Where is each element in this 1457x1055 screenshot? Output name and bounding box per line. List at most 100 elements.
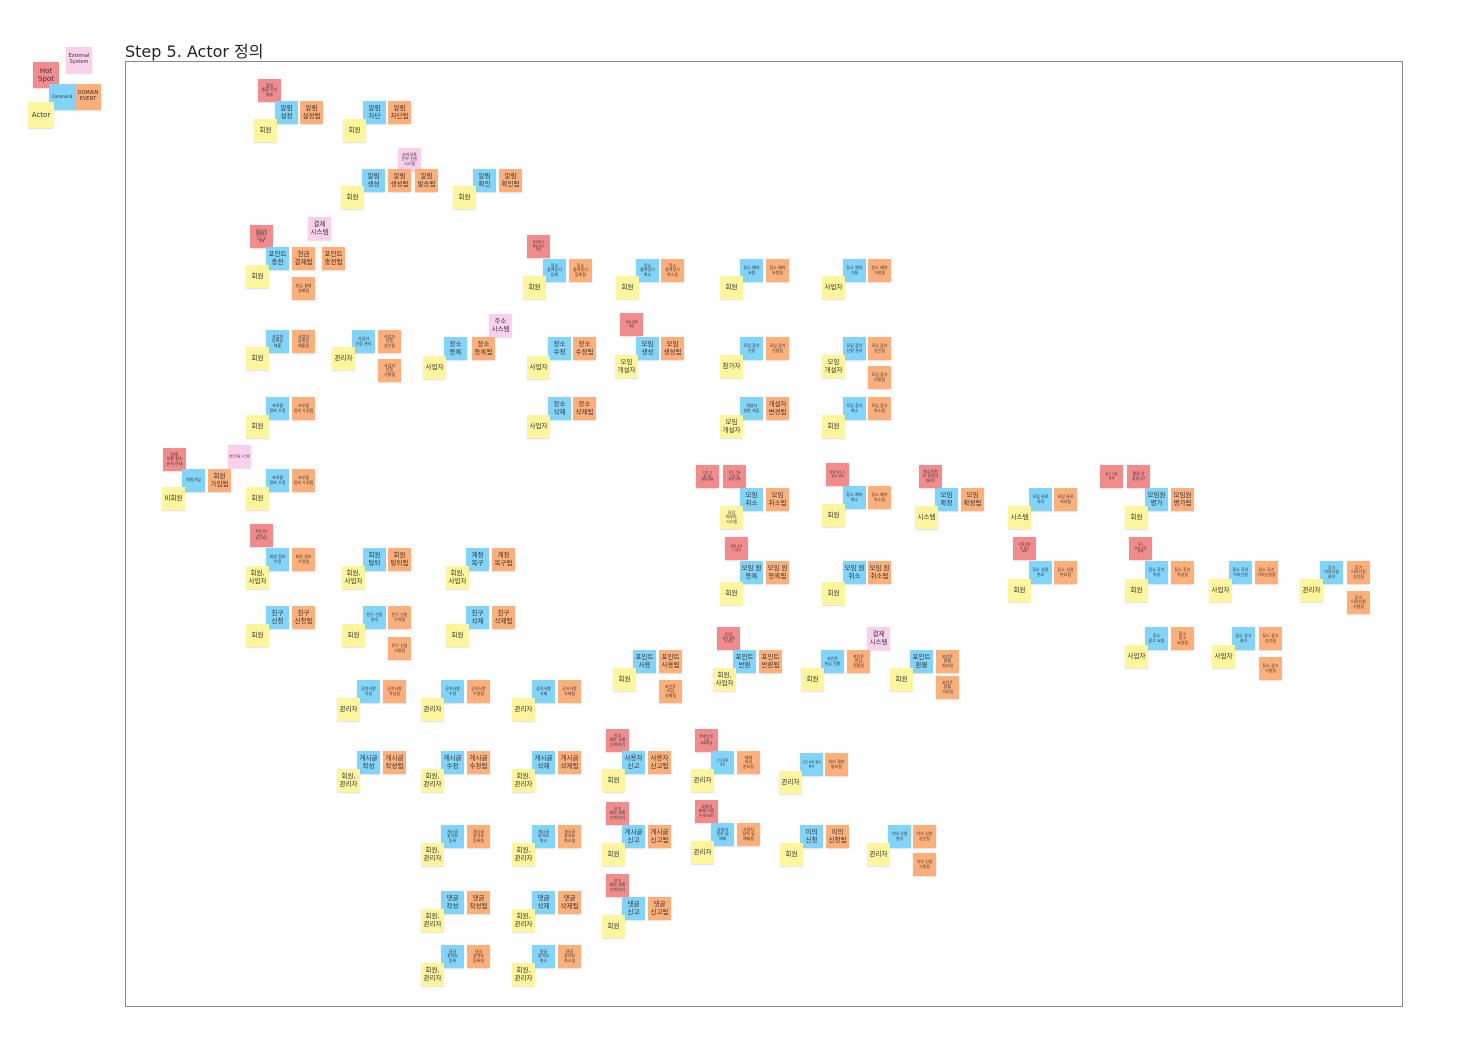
actor-sticky: 회원, 관리자 [421,843,444,866]
actor-sticky: 회원 [720,582,743,605]
event-sticky: 게시글 좋아요 취소됨 [558,825,581,848]
event-sticky: 공지사항 작성됨 [383,680,406,703]
event-sticky: 회원 탈퇴됨 [388,548,411,571]
hotspot-sticky: 즐겨찾기 최대 개수 제한 [527,235,550,258]
actor-sticky: 회원 [890,668,913,691]
event-sticky: 포인트 충전됨 [322,247,345,270]
command-sticky: 장소 사용 완료 [1029,561,1052,584]
event-sticky: 알림 차단됨 [388,101,411,124]
event-sticky: 처리 결과 통보됨 [825,753,848,776]
command-sticky: 회원 정보 수정 [266,548,289,571]
command-sticky: 프로필 정보 수정 [266,469,289,492]
actor-sticky: 회원, 관리자 [421,963,444,986]
actor-sticky: 모임 개설자 [822,355,845,378]
actor-sticky: 관리자 [691,769,714,792]
legend-hotspot: Hot Spot [33,62,59,88]
actor-sticky: 회원, 사업자 [713,668,736,691]
event-sticky: 개설자 변경됨 [766,397,789,420]
event-sticky: 사업자 인증 승인됨 [378,330,401,353]
event-sticky: 장소 등록됨 [472,337,495,360]
event-sticky: 친구 삭제됨 [492,606,515,629]
actor-sticky: 회원 [822,415,845,438]
command-sticky: 장소 삭제 [548,397,571,420]
command-sticky: 모임 원 등록 [740,561,763,584]
command-sticky: 모임 참가 신청 관리 [843,337,866,360]
event-sticky: 장소 광고 거절됨 [1259,657,1282,680]
event-sticky: 알림 발송됨 [415,169,438,192]
command-sticky: 게시글 신고 [622,825,645,848]
legend-domain-event: DOMAIN EVENT [75,84,101,110]
command-sticky: 후기 이의신청 관리 [1320,561,1343,584]
hotspot-sticky: 블랙리스트 기준 정해야 함 [695,729,718,752]
legend-actor: Actor [28,102,54,128]
command-sticky: 댓글 작성 [441,891,464,914]
event-sticky: 장소 즐겨찾기 등록됨 [569,259,592,282]
actor-sticky: 회원 [343,119,366,142]
event-sticky: 장소 삭제됨 [573,397,596,420]
command-sticky: 장소 예약 요청 [740,259,763,282]
command-sticky: 공지사항 수정 [441,680,464,703]
event-sticky: 계정 복구됨 [492,548,515,571]
hotspot-sticky: 신고 세부 사항 논의하기 [606,729,629,752]
command-sticky: 장소 예약 취소 [843,486,866,509]
actor-sticky: 사업자 [822,276,845,299]
actor-sticky: 시스템 [1008,506,1031,529]
event-sticky: 포인트 차감 실패됨 [659,680,682,703]
actor-sticky: 회원, 사업자 [246,566,269,589]
actor-sticky: 시스템 [915,506,938,529]
event-sticky: 장소 예약 거절됨 [868,259,891,282]
event-sticky: 알림 확인됨 [499,169,522,192]
event-sticky: 모임 참가 신청됨 [766,337,789,360]
command-sticky: 모임 완료 처리 [1029,488,1052,511]
command-sticky: 게시글 작성 [357,751,380,774]
actor-sticky: 회원 [254,119,277,142]
hotspot-sticky: 평가 기준 정책 [1100,465,1123,488]
command-sticky: 장소 등록 [444,337,467,360]
event-sticky: 후기 이의신청 거절됨 [1347,591,1370,614]
hotspot-sticky: 후기 작성 기한 정책 [1129,537,1152,560]
actor-sticky: 관리자 [512,698,535,721]
actor-sticky: 회원 [246,624,269,647]
actor-sticky: 회원 [616,276,639,299]
actor-sticky: 회원, 사업자 [342,566,365,589]
command-sticky: 이의 신청 관리 [888,825,911,848]
actor-sticky: 참가자 [720,355,743,378]
event-sticky: 알림 설정됨 [300,101,323,124]
hotspot-sticky: 신고 세부 사항 논의하기 [606,802,629,825]
actor-sticky: 회원, 관리자 [421,909,444,932]
actor-sticky: 사업자 [527,415,550,438]
hotspot-sticky: 정원 초과 시 대기 [725,537,748,560]
actor-sticky: 회원 [1008,579,1031,602]
command-sticky: 공지사항 작성 [357,680,380,703]
event-sticky: 회원 정보 수정됨 [292,548,315,571]
command-sticky: 개설자 권한 위임 [740,397,763,420]
event-sticky: 사업자 인증 거절됨 [378,359,401,382]
actor-sticky: 회원, 관리자 [512,963,535,986]
actor-sticky: 모임 개설자 [615,355,638,378]
event-sticky: 장소 광고 승인됨 [1259,627,1282,650]
actor-sticky: 회원 [801,668,824,691]
event-sticky: 프로필 정보 수정됨 [292,397,315,420]
event-sticky: 모임 생성됨 [661,337,684,360]
actor-sticky: 회원, 관리자 [512,769,535,792]
actor-sticky: 회원 [602,769,625,792]
event-sticky: 포인트 환불 처리됨 [936,650,959,673]
command-sticky: 장소 예약 거절 [843,259,866,282]
actor-sticky: 회원 [446,624,469,647]
actor-sticky: 회원, 관리자 [512,909,535,932]
event-sticky: 프로필 정보 수정됨 [292,469,315,492]
actor-sticky: 사업자 [423,356,446,379]
actor-sticky: 회원 [1125,579,1148,602]
event-sticky: 댓글 좋아요 등록됨 [467,945,490,968]
actor-sticky: 회원 [246,487,269,510]
event-sticky: 이의 신청 거절됨 [913,853,936,876]
command-sticky: 포인트 환불 [910,650,933,673]
command-sticky: 친구 삭제 [466,606,489,629]
command-sticky: 사업자 등록증 제출 [266,330,289,353]
command-sticky: 알림 차단 [363,101,386,124]
command-sticky: 계정 복구 [466,548,489,571]
command-sticky: 프로필 정보 수정 [266,397,289,420]
hotspot-sticky: 신고 세부 사항 논의하기 [606,874,629,897]
event-sticky: 사용자 정지 및 해제됨 [737,823,760,846]
event-sticky: 포인트 현금 전환됨 [847,650,870,673]
